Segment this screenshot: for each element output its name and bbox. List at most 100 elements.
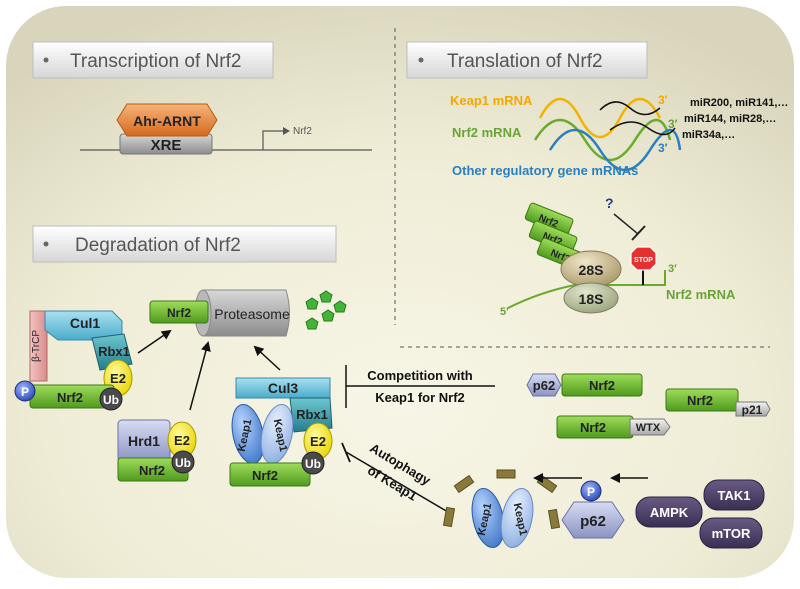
cul3-label: Cul3 [268, 380, 299, 396]
nrf2-mrna-label: Nrf2 mRNA [452, 125, 522, 140]
ampk-box [635, 496, 703, 528]
three-prime: 3′ [668, 263, 677, 275]
other-mrnas-label: Other regulatory gene mRNAs [452, 163, 638, 178]
header-transcription: Transcription of Nrf2 [32, 41, 274, 79]
nrf2-cul1-label: Nrf2 [57, 390, 83, 405]
nrf2-mrna-wave [533, 118, 672, 162]
hrd1-complex: Hrd1 E2 Nrf2 Ub [117, 419, 197, 482]
rbx1-label: Rbx1 [98, 344, 130, 359]
e2-3-label: E2 [310, 434, 326, 449]
five-prime: 5′ [500, 306, 509, 318]
p62-competitor [526, 373, 562, 397]
wtx-box [629, 418, 671, 436]
arrow-cul1-to-proteasome [137, 329, 172, 354]
other-mrna-wave [548, 128, 682, 172]
ub-1 [99, 387, 123, 411]
arrow-hrd1-to-proteasome [189, 341, 211, 411]
p21-box [735, 401, 771, 417]
proteasome-label: Proteasome [214, 306, 290, 322]
peptide-fragments [305, 290, 347, 330]
tak1-box [703, 479, 765, 511]
mtor-box [699, 517, 763, 549]
question-mark: ? [605, 195, 614, 211]
ub-3-label: Ub [305, 457, 321, 471]
ub-1-label: Ub [103, 393, 119, 407]
phospho-p62 [580, 480, 602, 502]
ribosome-small [563, 282, 619, 314]
transcription-panel: XRE Ahr-ARNT Nrf2 [80, 103, 372, 155]
xre-label: XRE [151, 137, 182, 154]
proteasome-body [202, 289, 290, 337]
cul1-complex: β-TrCP Cul1 Rbx1 E2 Nrf2 P Ub [14, 310, 133, 411]
rbx1-label-2: Rbx1 [296, 407, 328, 422]
autophagy-line [345, 451, 449, 513]
header-transcription-text: Transcription of Nrf2 [70, 51, 241, 72]
phospho-1-label: P [21, 385, 29, 399]
nrf2-entering-proteasome [149, 300, 209, 324]
nrf2-hrd1-label: Nrf2 [139, 463, 165, 478]
header-translation: Translation of Nrf2 [406, 41, 648, 79]
p62-autophagy-label: p62 [580, 513, 606, 530]
mir-line3: miR34a,… [682, 129, 735, 141]
tss-arrow [262, 130, 283, 150]
proteasome-group: Nrf2 Proteasome [149, 289, 347, 337]
ampk-label: AMPK [650, 505, 689, 520]
ub-2 [171, 450, 195, 474]
nrf2-with-wtx-label: Nrf2 [580, 420, 606, 435]
stop-sign-icon [630, 246, 657, 271]
ribosome-28s-label: 28S [579, 262, 604, 278]
hrd1-label: Hrd1 [128, 433, 160, 449]
prime-other: 3′ [658, 141, 668, 155]
keap1-autophagy-right [500, 487, 534, 549]
nrf2-with-p21 [665, 388, 739, 412]
ub-2-label: Ub [175, 456, 191, 470]
mir-line1: miR200, miR141,… [690, 97, 788, 109]
ahr-arnt-box [116, 103, 218, 137]
btrcp-box [29, 310, 48, 382]
cul3-box [235, 377, 331, 399]
competition-line1: Competition with [367, 368, 472, 383]
nrf2-with-p21-label: Nrf2 [687, 393, 713, 408]
phospho-1 [14, 380, 36, 402]
arrow-cul3-to-proteasome [253, 345, 281, 371]
mtor-label: mTOR [712, 526, 751, 541]
wtx-label: WTX [636, 422, 661, 434]
translation-panel: Keap1 mRNA Nrf2 mRNA Other regulatory ge… [450, 93, 788, 318]
nrf2-cul3 [229, 462, 311, 487]
stop-sign-text: STOP [634, 257, 653, 264]
p62-competitor-label: p62 [533, 378, 555, 393]
header-translation-text: Translation of Nrf2 [447, 51, 603, 72]
cul1-label: Cul1 [70, 315, 101, 331]
header-degradation: Degradation of Nrf2 [32, 225, 337, 263]
btrcp-label: β-TrCP [31, 330, 42, 362]
nrf2-with-p62 [561, 373, 643, 397]
ribosome-18s-label: 18S [579, 291, 604, 307]
mir-line2: miR144, miR28,… [684, 113, 776, 125]
cul3-complex: Cul3 Rbx1 Keap1 Keap1 E2 Nrf2 Ub [229, 377, 333, 487]
nrf2-cul3-label: Nrf2 [252, 468, 278, 483]
nrf2-with-p62-label: Nrf2 [589, 378, 615, 393]
ub-3 [301, 451, 325, 475]
e2-1-label: E2 [110, 371, 126, 386]
ahr-arnt-label: Ahr-ARNT [133, 113, 201, 129]
competition-line2: Keap1 for Nrf2 [375, 390, 465, 405]
header-degradation-text: Degradation of Nrf2 [75, 235, 241, 256]
keap1-mrna-wave [538, 97, 662, 139]
mrna-strand [507, 284, 660, 309]
competition-section: Competition with Keap1 for Nrf2 p62 Nrf2… [345, 365, 771, 439]
nrf2-gene-label: Nrf2 [293, 126, 312, 137]
inhibition-line [613, 213, 639, 235]
p21-label: p21 [742, 403, 763, 417]
prime-nrf2: 3′ [668, 117, 678, 131]
mirna-strand-2 [609, 121, 676, 136]
nrf2-label-proteasome: Nrf2 [167, 306, 191, 320]
phospho-p62-label: P [587, 485, 595, 499]
mirna-strand-1 [599, 101, 661, 116]
keap1-mrna-label: Keap1 mRNA [450, 93, 533, 108]
tak1-label: TAK1 [718, 488, 751, 503]
prime-keap1: 3′ [658, 93, 668, 107]
e2-2-label: E2 [174, 433, 190, 448]
p62-autophagy [561, 501, 625, 539]
